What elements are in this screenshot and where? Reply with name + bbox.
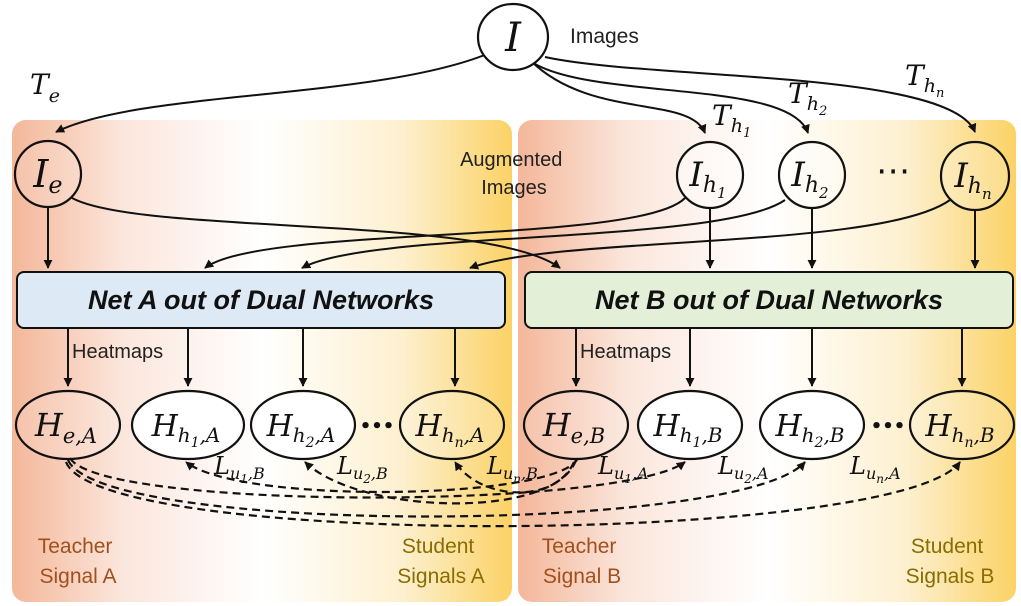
heatmap-ellipsis-a: ••• xyxy=(360,416,395,437)
aug-node-hard-2-label: Ih2 xyxy=(790,155,828,202)
loss-label-a-1: Lu1,B xyxy=(213,452,265,486)
arrow-ih1-to-neta xyxy=(204,197,686,269)
aug-node-easy-label: Ie xyxy=(32,152,62,199)
net-a-box xyxy=(16,271,506,329)
heatmap-node-hard-1-a-label: Hh1,A xyxy=(151,409,221,451)
arrow-i-to-ih2 xyxy=(534,63,810,134)
arrow-ie-to-netb xyxy=(71,197,561,269)
heatmap-node-easy-a xyxy=(14,389,122,461)
arrow-i-to-ie xyxy=(55,51,493,133)
loss-arrow-heb-to-hh2a xyxy=(304,459,578,505)
net-a-label: Net A out of Dual Networks xyxy=(88,285,434,315)
heatmap-node-hard-2-a-label: Hh2,A xyxy=(266,409,336,451)
input-node xyxy=(476,2,550,72)
heatmap-node-hard-n-a-label: Hhn,A xyxy=(415,409,485,451)
loss-arrow-hea-to-hh2b xyxy=(66,459,806,518)
aug-node-hard-n xyxy=(939,140,1011,212)
student-signals-a-label: Student Signals A xyxy=(397,535,485,588)
transform-hard-1: Th1 xyxy=(712,99,751,141)
loss-label-b-n: Lun,A xyxy=(849,452,901,486)
net-b-label: Net B out of Dual Networks xyxy=(595,285,943,315)
loss-arrow-hea-to-hh1b xyxy=(69,457,686,499)
heatmaps-label-b: Heatmaps xyxy=(580,341,671,363)
loss-arrow-hea-to-hhnb xyxy=(64,461,961,528)
heatmap-node-easy-b-label: He,B xyxy=(542,406,605,448)
aug-node-hard-2 xyxy=(777,140,847,210)
arrow-ih2-to-neta xyxy=(301,199,786,269)
heatmap-node-easy-b xyxy=(522,389,630,461)
net-b-box xyxy=(524,271,1014,329)
heatmap-node-easy-a-label: He,A xyxy=(34,406,97,448)
heatmap-node-hard-n-a xyxy=(398,389,506,461)
aug-node-hard-1-label: Ih1 xyxy=(688,155,726,202)
student-signals-b-label: Student Signals B xyxy=(906,535,995,588)
loss-arrow-heb-to-hh1a xyxy=(185,457,580,494)
heatmap-node-hard-2-b xyxy=(758,389,866,461)
arrow-ihn-to-neta xyxy=(469,199,951,270)
heatmap-node-hard-1-b-label: Hh1,B xyxy=(652,409,722,451)
heatmap-node-hard-n-b xyxy=(908,389,1016,461)
input-images-label: Images xyxy=(570,25,639,48)
transform-hard-2: Th2 xyxy=(788,77,827,119)
aug-node-easy xyxy=(13,139,83,209)
heatmap-node-hard-2-b-label: Hh2,B xyxy=(774,409,844,451)
teacher-signal-a-label: Teacher Signal A xyxy=(38,535,119,588)
heatmap-node-hard-1-b xyxy=(636,389,744,461)
teacher-signal-b-label: Teacher Signal B xyxy=(542,535,623,588)
augmented-images-label: Augmented Images xyxy=(460,149,568,199)
panel-b xyxy=(518,120,1016,602)
loss-label-b-2: Lu2,A xyxy=(717,452,769,486)
transform-easy: Te xyxy=(30,68,60,107)
loss-label-b-1: Lu1,A xyxy=(597,452,649,486)
heatmaps-label-a: Heatmaps xyxy=(72,341,163,363)
transform-hard-n: Thn xyxy=(905,59,944,101)
arrow-i-to-ihn xyxy=(544,56,977,133)
input-node-symbol: I xyxy=(504,15,522,61)
loss-arrow-heb-to-hhna xyxy=(454,461,576,494)
arrow-i-to-ih1 xyxy=(529,59,707,134)
loss-label-a-n: Lun,B xyxy=(486,452,538,486)
heatmap-node-hard-1-a xyxy=(130,389,246,461)
aug-node-hard-1 xyxy=(675,140,745,210)
aug-node-hard-n-label: Ihn xyxy=(953,156,991,203)
heatmap-node-hard-2-a xyxy=(249,389,357,461)
heatmap-ellipsis-b: ••• xyxy=(871,416,906,437)
aug-ellipsis: ⋯ xyxy=(876,151,910,191)
heatmap-node-hard-n-b-label: Hhn,B xyxy=(924,409,994,451)
loss-label-a-2: Lu2,B xyxy=(336,452,388,486)
